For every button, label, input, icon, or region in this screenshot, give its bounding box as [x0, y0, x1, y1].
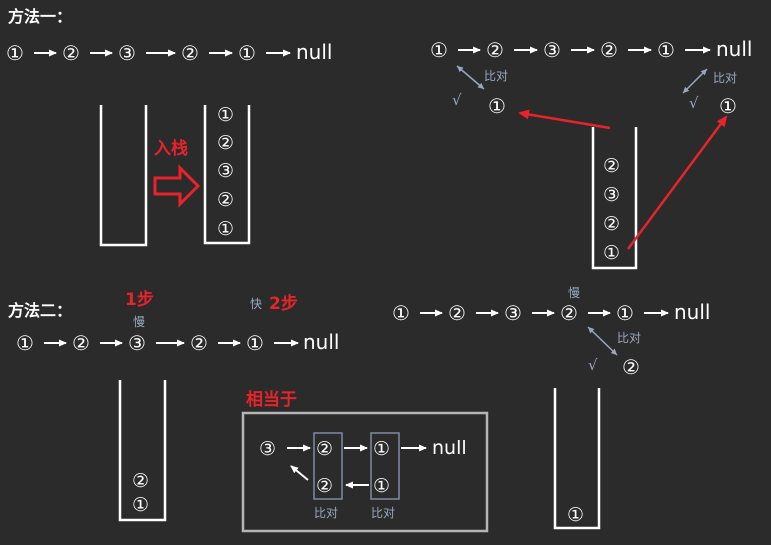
check-mark: √	[588, 356, 598, 374]
node: ①	[616, 301, 634, 325]
compare-label: 比对	[617, 331, 641, 345]
node: ①	[246, 331, 264, 355]
check-mark: √	[689, 94, 699, 112]
method2-right-stack	[553, 388, 601, 530]
method1-chain: ① ② ③ ② ① null	[6, 40, 332, 65]
box-bottom-row: ② ①	[316, 475, 390, 497]
node: ②	[72, 331, 90, 355]
fast-label: 快	[250, 297, 262, 311]
stack-item: ②	[603, 213, 620, 235]
method1-compare-chain: ① ② ③ ② ① null	[430, 37, 752, 62]
compare-label: 比对	[484, 69, 508, 83]
compared-node: ①	[488, 94, 506, 118]
node: ①	[373, 475, 390, 497]
stack-item: ②	[217, 189, 234, 211]
check-mark: √	[452, 91, 462, 109]
stack-item: ①	[132, 494, 149, 516]
slow-label: 慢	[133, 315, 145, 329]
method2-stack-items: ② ①	[132, 470, 149, 516]
null-label: null	[674, 300, 710, 324]
highlight-column	[313, 432, 343, 500]
node: ①	[6, 41, 24, 65]
filled-stack-items: ① ② ③ ② ①	[217, 104, 234, 240]
stack-item: ①	[567, 504, 584, 526]
empty-stack	[99, 105, 148, 247]
stack-item: ②	[603, 155, 620, 177]
compare-label: 比对	[371, 506, 395, 520]
node: ②	[181, 41, 199, 65]
method2-title: 方法二：	[8, 301, 72, 320]
equivalence-box	[241, 411, 489, 533]
stack-item: ③	[217, 160, 234, 182]
method2-stack	[118, 380, 167, 522]
compare-arrow	[682, 68, 708, 94]
stack-item: ③	[603, 184, 620, 206]
node: ①	[430, 38, 448, 62]
node: ③	[118, 41, 136, 65]
node: ②	[316, 438, 333, 460]
highlight-column	[370, 432, 400, 500]
push-arrow-icon	[153, 164, 201, 208]
node: ③	[504, 301, 522, 325]
equivalent-label: 相当于	[246, 389, 297, 410]
pop-arrow	[518, 109, 611, 130]
method1-title: 方法一：	[8, 7, 72, 26]
step1-label: 1步	[125, 289, 154, 310]
method2-chain: ① ② ③ ② ① null	[16, 330, 339, 355]
node: ②	[560, 301, 578, 325]
compared-node: ②	[622, 355, 640, 379]
node: ③	[259, 438, 276, 460]
compared-node: ①	[719, 94, 737, 118]
stack-item: ①	[217, 104, 234, 126]
node: ②	[448, 301, 466, 325]
step2-label: 2步	[269, 293, 298, 314]
compare-label: 比对	[314, 506, 338, 520]
pop-arrow	[626, 115, 728, 250]
box-top-row: ③ ② ① null	[259, 437, 467, 460]
node: ②	[600, 38, 618, 62]
method2-right-chain: ① ② ③ ② ① null	[392, 300, 710, 325]
push-label: 入栈	[154, 138, 188, 159]
node: ②	[190, 331, 208, 355]
node: ③	[128, 331, 146, 355]
null-label: null	[303, 330, 339, 354]
filled-stack	[203, 105, 251, 245]
null-label: null	[716, 37, 752, 61]
stack-item: ①	[217, 218, 234, 240]
node: ②	[486, 38, 504, 62]
node: ①	[16, 331, 34, 355]
node: ①	[238, 41, 256, 65]
compare-stack	[591, 127, 638, 270]
right-slow-label: 慢	[568, 286, 580, 300]
compare-arrow	[587, 326, 618, 356]
node: ②	[316, 475, 333, 497]
node: ③	[543, 38, 561, 62]
stack-item: ②	[132, 470, 149, 492]
compare-stack-items: ② ③ ② ①	[603, 155, 620, 264]
null-label: null	[296, 40, 332, 64]
null-label: null	[432, 437, 467, 459]
node: ①	[373, 438, 390, 460]
node: ②	[62, 41, 80, 65]
node: ①	[657, 38, 675, 62]
stack-item: ②	[217, 132, 234, 154]
node: ①	[392, 301, 410, 325]
compare-arrow	[456, 65, 485, 90]
stack-item: ①	[603, 242, 620, 264]
compare-label: 比对	[713, 71, 737, 85]
back-arrow	[290, 465, 309, 481]
